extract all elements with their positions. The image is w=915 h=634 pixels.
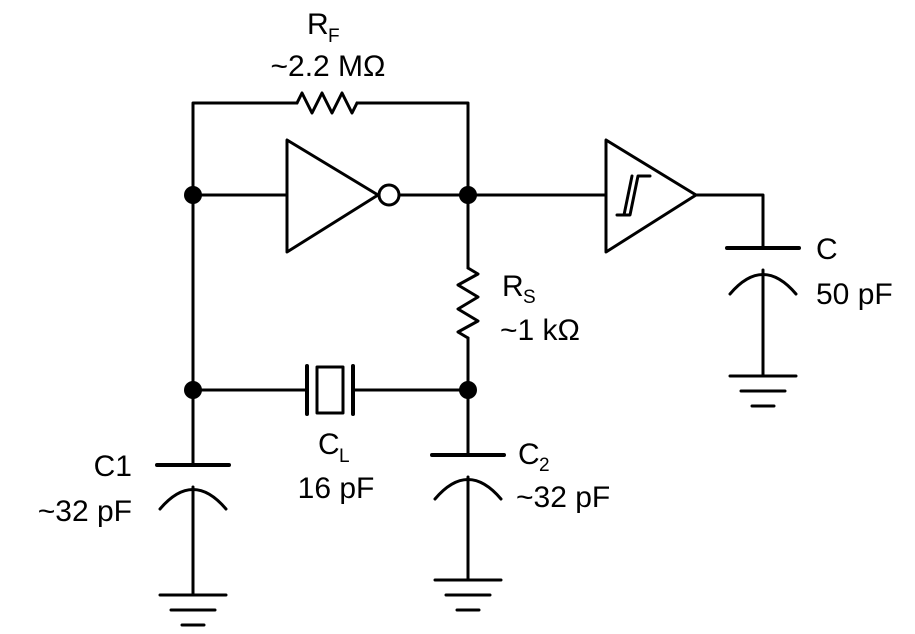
rs-name: R (502, 270, 524, 303)
wire-buffer-output (694, 193, 765, 250)
c2-subscript: 2 (539, 455, 550, 476)
rs-value: ~1 kΩ (500, 314, 580, 347)
inverter-bubble (377, 183, 401, 207)
cl-label: C L 16 pF (298, 428, 375, 505)
rf-resistor-symbol (295, 91, 359, 115)
junction-dot (459, 381, 477, 399)
c2-capacitor-symbol (430, 453, 506, 501)
hysteresis-icon (615, 174, 652, 217)
ground-symbol-c2 (433, 578, 503, 612)
hysteresis-icon-line (622, 174, 634, 217)
wire-rf-left (191, 101, 299, 197)
c1-value: ~32 pF (38, 495, 132, 528)
junctions (184, 186, 477, 399)
c-label: C 50 pF (816, 233, 893, 311)
junction-dot (184, 186, 202, 204)
crystal-symbol (305, 364, 355, 416)
wire-rf-right (355, 101, 470, 197)
c1-capacitor-symbol (155, 463, 231, 511)
c-name: C (816, 233, 838, 266)
c-capacitor-symbol (725, 246, 801, 296)
rs-label: R S ~1 kΩ (500, 270, 580, 347)
cl-name: C (318, 428, 340, 461)
ground-symbol-c (728, 374, 798, 408)
ground-symbol-c1 (158, 593, 228, 627)
rs-subscript: S (523, 287, 536, 308)
inverter-symbol (285, 138, 401, 254)
c2-label: C 2 ~32 pF (516, 438, 610, 514)
rf-value: ~2.2 MΩ (271, 50, 386, 83)
rf-name: R (307, 8, 329, 41)
cl-subscript: L (339, 446, 350, 467)
c1-label: C1 ~32 pF (38, 450, 132, 528)
rs-resistor-symbol (456, 266, 480, 340)
cl-value: 16 pF (298, 472, 375, 505)
c2-value: ~32 pF (516, 481, 610, 514)
rf-subscript: F (328, 26, 340, 47)
c2-name: C (518, 438, 540, 471)
c1-name: C1 (94, 450, 132, 483)
junction-dot (184, 381, 202, 399)
junction-dot (459, 186, 477, 204)
wires (191, 101, 765, 597)
rf-label: R F ~2.2 MΩ (271, 8, 386, 83)
c-value: 50 pF (816, 278, 893, 311)
schmitt-buffer-symbol (604, 138, 698, 254)
